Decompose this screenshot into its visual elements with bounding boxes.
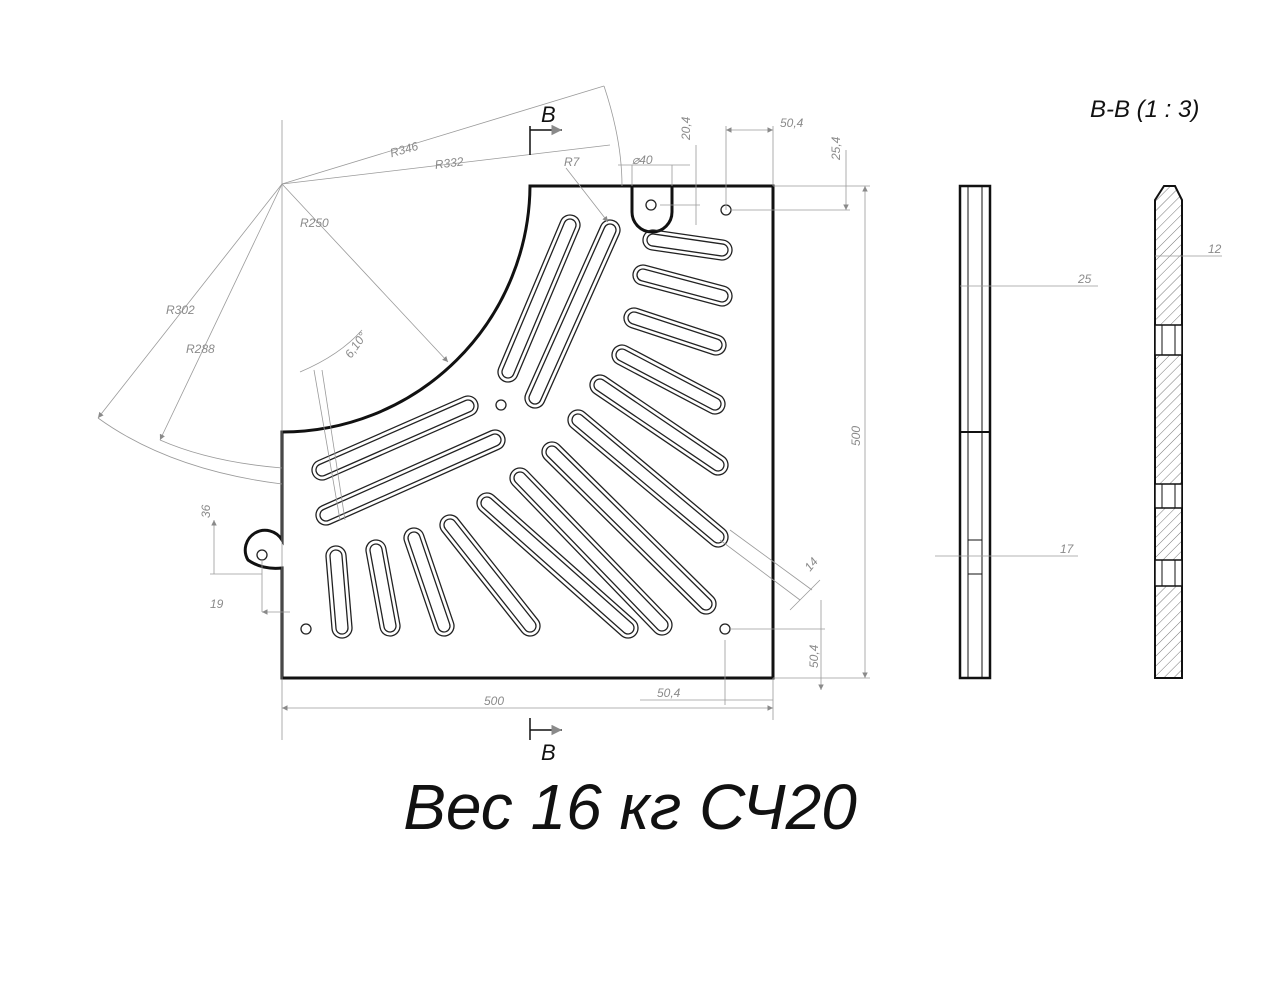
dim-14: 14 [802, 554, 822, 573]
dim-36: 36 [199, 504, 213, 518]
hole-left-tab [256, 549, 268, 561]
section-marker-bottom [529, 718, 562, 740]
slot-inner [593, 378, 725, 472]
slot-outline [325, 545, 353, 639]
hole-bottom-right [719, 623, 731, 635]
slot-outline [642, 229, 733, 261]
slot-inner [646, 233, 729, 257]
slot-outline [315, 429, 506, 526]
section-label-top: B [541, 102, 556, 127]
slot-inner [369, 543, 397, 633]
dim-20-4: 20,4 [679, 116, 693, 141]
slot-outline [632, 264, 733, 307]
slot-inner [480, 496, 635, 635]
slot-outline [476, 492, 639, 639]
slot-outline [524, 219, 621, 409]
slot-inner [329, 549, 349, 635]
hole-bottom-left [300, 623, 312, 635]
dim-r250: R250 [300, 216, 329, 230]
dim-r332: R332 [434, 154, 465, 171]
dim-angle: 6,10° [342, 329, 370, 360]
slot-inner [636, 268, 729, 303]
dim-500-bottom: 500 [484, 694, 504, 708]
dim-r288: R288 [186, 342, 215, 356]
slot-outline [623, 307, 727, 356]
section-title: B-B (1 : 3) [1090, 96, 1200, 123]
slot-inner [513, 471, 669, 632]
slot-outline [509, 467, 673, 636]
slot-inner [443, 518, 537, 633]
slot-inner [528, 223, 617, 405]
slot-inner [627, 311, 723, 352]
slot-outline [589, 374, 729, 476]
dim-phi40: ⌀40 [632, 153, 653, 167]
dim-r346: R346 [388, 139, 420, 160]
slot-inner [545, 445, 713, 611]
slot-inner [407, 531, 451, 633]
slot-outline [439, 514, 541, 637]
hole-center [495, 399, 507, 411]
dim-500-right: 500 [849, 426, 863, 446]
slot-outline [541, 441, 717, 615]
dim-r302: R302 [166, 303, 195, 317]
hole-top-notch [645, 199, 657, 211]
section-label-bottom: B [541, 740, 556, 765]
dim-19: 19 [210, 597, 224, 611]
slot-inner [501, 218, 577, 379]
slot-inner [571, 413, 725, 544]
slot-inner [615, 348, 722, 411]
radial-slots [311, 214, 733, 639]
dim-25: 25 [1077, 272, 1092, 286]
slot-inner [315, 399, 475, 477]
slot-outline [611, 344, 726, 415]
bolt-holes [256, 199, 732, 635]
dim-50-4-bottom: 50,4 [657, 686, 681, 700]
side-view: 25 17 [935, 184, 1098, 680]
dim-12: 12 [1208, 242, 1222, 256]
dim-17: 17 [1060, 542, 1075, 556]
dim-25-4: 25,4 [829, 136, 843, 161]
section-view: 12 [1154, 185, 1222, 679]
dim-r7: R7 [564, 155, 581, 169]
dimension-lines [97, 85, 870, 740]
slot-inner [319, 433, 502, 522]
slot-outline [311, 395, 479, 481]
slot-outline [403, 527, 455, 637]
slot-outline [497, 214, 581, 383]
weight-caption: Вес 16 кг СЧ20 [403, 771, 857, 843]
slot-outline [567, 409, 729, 548]
section-marker-top [529, 124, 562, 155]
dim-50-4-right: 50,4 [807, 644, 821, 668]
slot-outline [365, 539, 401, 637]
dim-50-4-top: 50,4 [780, 116, 804, 130]
